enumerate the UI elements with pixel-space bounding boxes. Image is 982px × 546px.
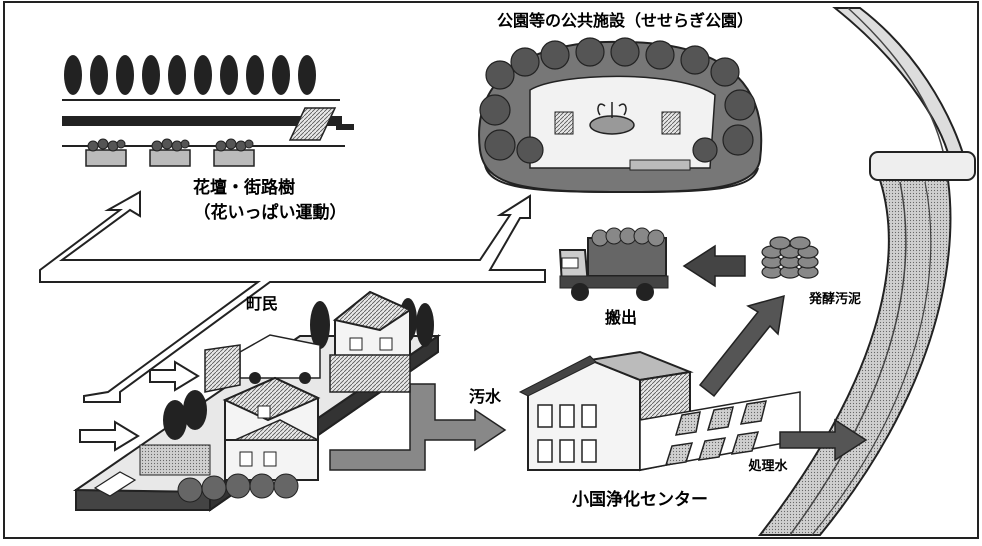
- treatment-tanks: [664, 400, 768, 466]
- town-residents-label: 町民: [246, 294, 278, 313]
- sewage-arrow: [329, 383, 507, 471]
- carry-out-label: 搬出: [605, 308, 637, 327]
- crosswalk: [288, 107, 337, 141]
- flower-bed: [149, 138, 191, 167]
- flower-label-line2: （花いっぱい運動）: [194, 202, 347, 223]
- treatment-center-building: [518, 350, 801, 472]
- park-bench: [554, 111, 574, 135]
- flower-bed: [213, 138, 255, 167]
- street-trees: [64, 55, 316, 95]
- park-illustration: [478, 37, 763, 194]
- flower-street-scene: [62, 55, 354, 167]
- park-bench: [661, 111, 681, 135]
- truck: [558, 227, 669, 301]
- weir: [869, 151, 976, 181]
- fermented-sludge-label: 発酵汚泥: [808, 291, 861, 307]
- sewage-label: 汚水: [469, 387, 502, 406]
- treated-water-arrow: [779, 418, 868, 462]
- sludge-up-arrow: [698, 294, 785, 398]
- park-title: 公園等の公共施設（せせらぎ公園）: [497, 11, 753, 30]
- flower-bed: [85, 138, 127, 167]
- sludge-to-truck-arrow: [682, 244, 746, 288]
- fermented-sludge-pile: [761, 236, 819, 279]
- town-block: [72, 290, 442, 512]
- flower-label-line1: 花壇・街路樹: [193, 177, 295, 198]
- center-label: 小国浄化センター: [572, 489, 708, 510]
- treated-water-label: 処理水: [747, 458, 788, 474]
- fountain: [589, 115, 635, 135]
- distribution-arrows: [39, 190, 546, 452]
- river: [757, 7, 976, 536]
